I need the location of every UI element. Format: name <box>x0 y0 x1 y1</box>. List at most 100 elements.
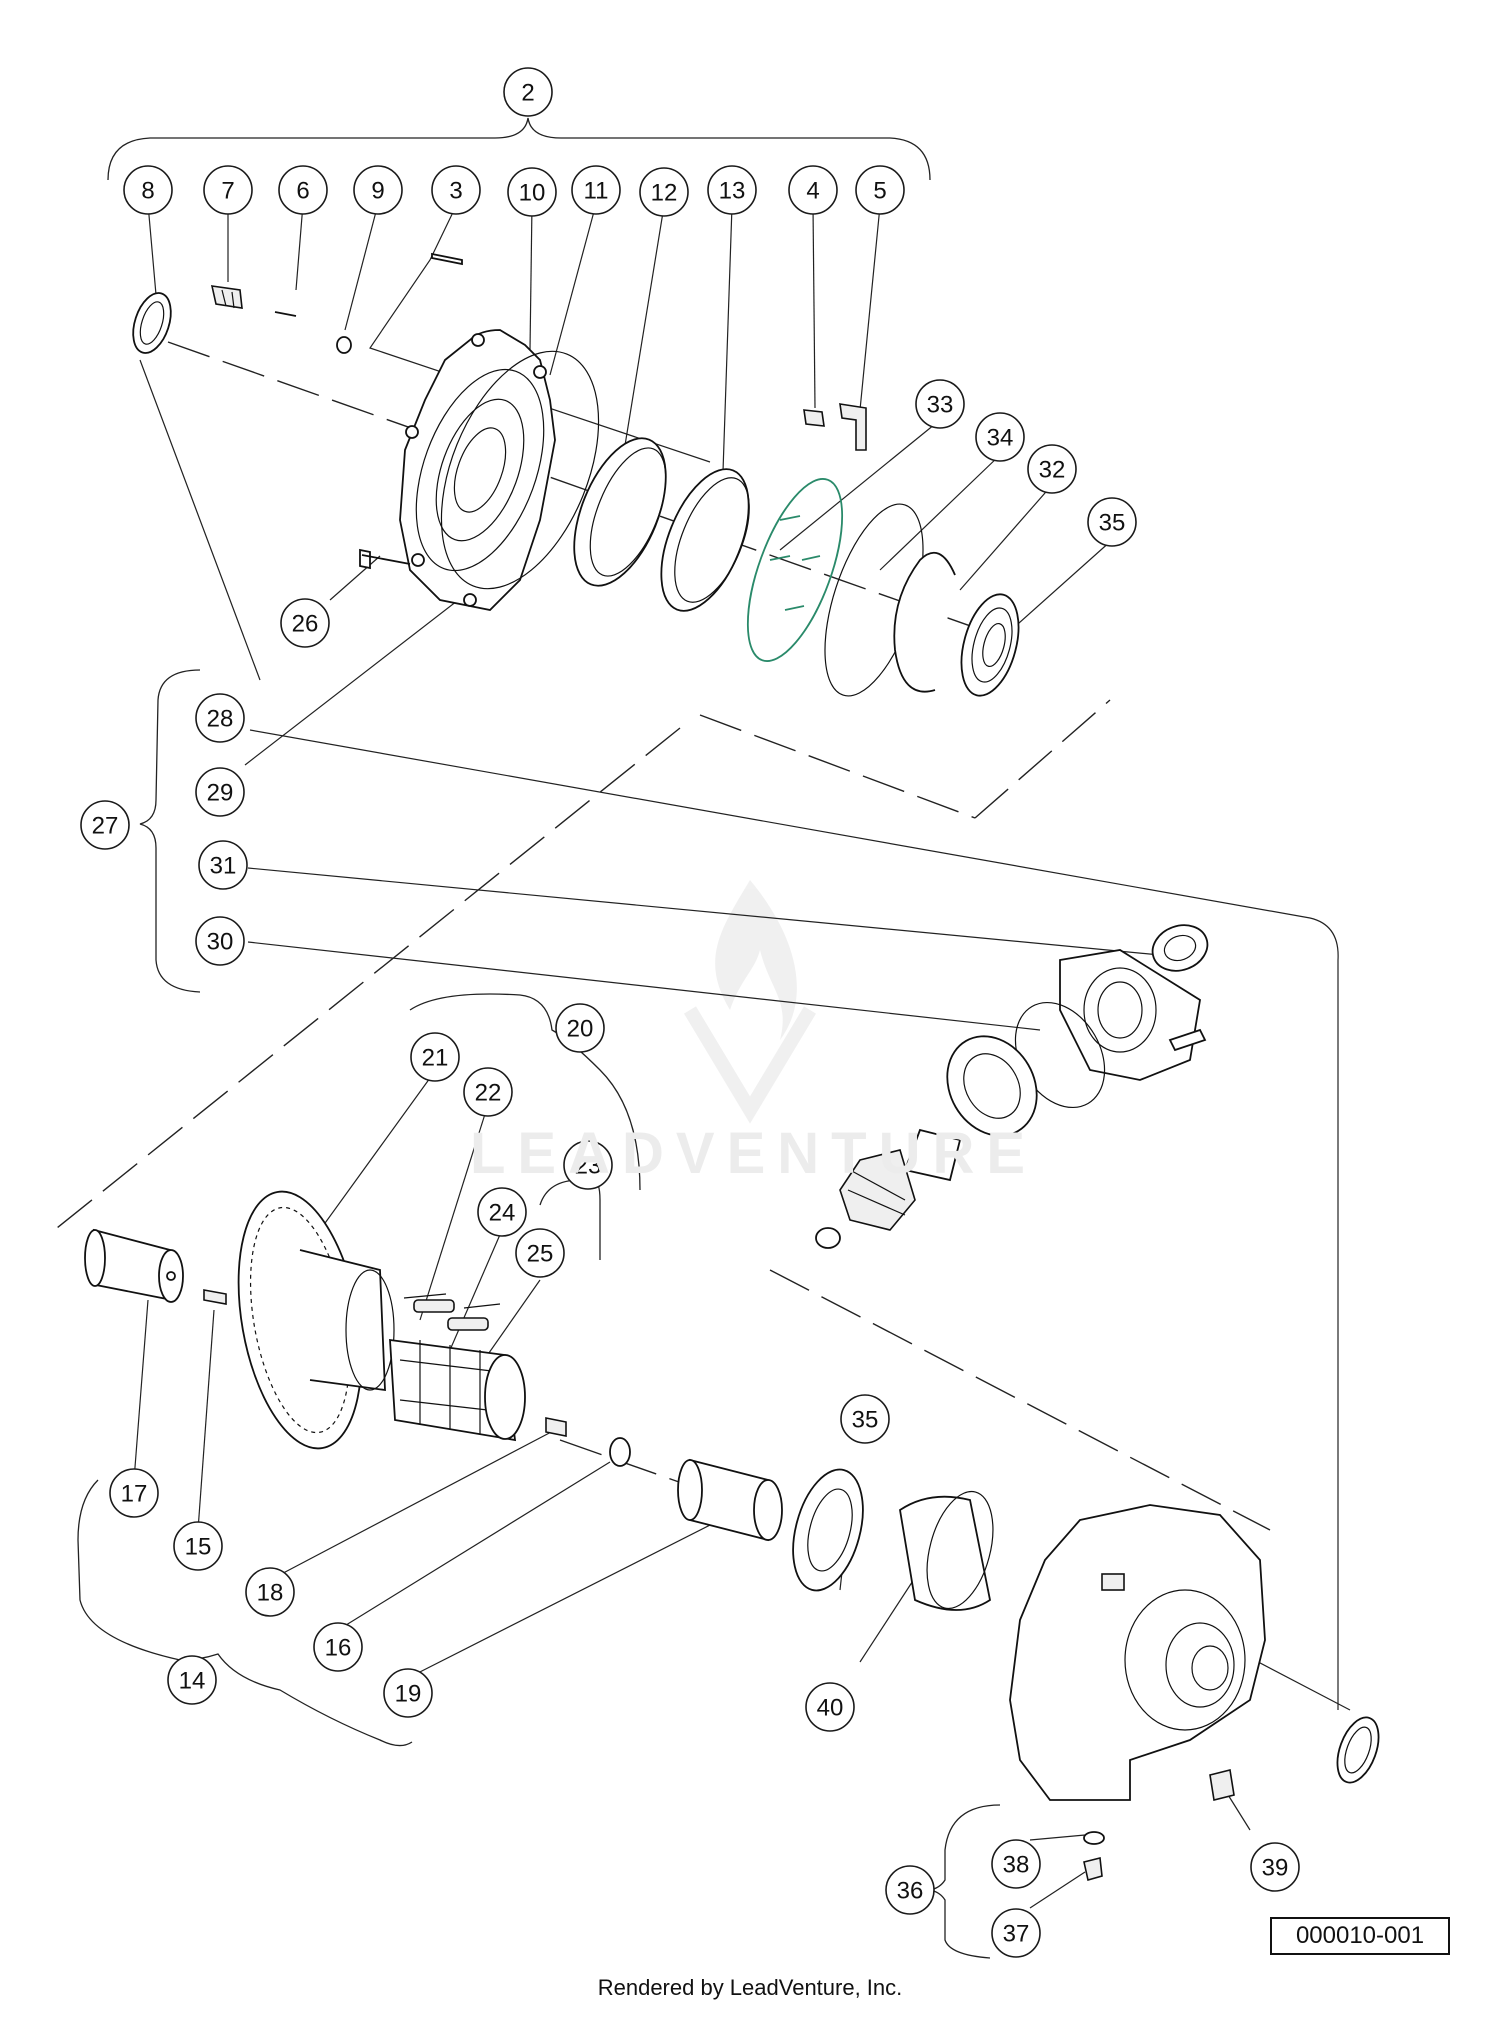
part-bushing-19 <box>677 1458 783 1542</box>
callout-circle <box>195 916 245 966</box>
callout-label: 28 <box>207 706 234 733</box>
part-case-housing <box>1009 1504 1266 1801</box>
callout-circle <box>788 165 838 215</box>
group-brace-14 <box>77 1479 413 1747</box>
callout-label: 29 <box>207 780 234 807</box>
callout-39[interactable]: 39 <box>1250 1842 1300 1892</box>
callout-40[interactable]: 40 <box>805 1682 855 1732</box>
part-bushing-18 <box>545 1417 567 1437</box>
callout-label: 4 <box>806 178 819 205</box>
callout-label: 2 <box>521 80 534 107</box>
callout-label: 35 <box>1099 510 1126 537</box>
callout-label: 33 <box>927 392 954 419</box>
part-pin-15 <box>203 1289 227 1305</box>
footer-credit: Rendered by LeadVenture, Inc. <box>597 1975 903 2000</box>
callout-label: 27 <box>92 813 119 840</box>
part-ring-12 <box>573 437 667 587</box>
part-plate-33 <box>746 478 844 662</box>
callout-22[interactable]: 22 <box>463 1067 513 1117</box>
callout-36[interactable]: 36 <box>885 1865 935 1915</box>
watermark-logo <box>683 880 817 1124</box>
callout-31[interactable]: 31 <box>198 840 248 890</box>
callout-label: 11 <box>584 178 609 205</box>
callout-label: 26 <box>292 611 319 638</box>
callout-8[interactable]: 8 <box>123 165 173 215</box>
callout-9[interactable]: 9 <box>353 165 403 215</box>
callout-10[interactable]: 10 <box>507 167 557 217</box>
callout-23[interactable]: 23 <box>563 1140 613 1190</box>
callout-35[interactable]: 35 <box>1087 497 1137 547</box>
diagram-part-number: 000010-001 <box>1270 1917 1450 1955</box>
callout-33[interactable]: 33 <box>915 379 965 429</box>
callout-11[interactable]: 11 <box>571 165 621 215</box>
callout-4[interactable]: 4 <box>788 165 838 215</box>
part-pin-3 <box>431 252 463 266</box>
callout-circle <box>383 1668 433 1718</box>
callout-35[interactable]: 35 <box>840 1394 890 1444</box>
callout-24[interactable]: 24 <box>477 1187 527 1237</box>
callout-25[interactable]: 25 <box>515 1228 565 1278</box>
callout-circle <box>477 1187 527 1237</box>
callout-34[interactable]: 34 <box>975 412 1025 462</box>
callout-label: 25 <box>527 1241 554 1268</box>
callout-18[interactable]: 18 <box>245 1567 295 1617</box>
watermark-text: LEADVENTURE <box>470 1121 1038 1186</box>
callout-label: 17 <box>121 1481 148 1508</box>
part-springs-24 <box>403 1293 501 1309</box>
part-bearing-35-bottom <box>792 1468 864 1592</box>
callout-circle <box>915 379 965 429</box>
callout-7[interactable]: 7 <box>203 165 253 215</box>
callout-label: 31 <box>210 853 237 880</box>
callout-17[interactable]: 17 <box>109 1468 159 1518</box>
callout-label: 18 <box>257 1580 284 1607</box>
group-brace-20 <box>409 993 641 1191</box>
part-bearing-upper <box>946 1035 1038 1137</box>
callout-28[interactable]: 28 <box>195 693 245 743</box>
part-small-bushing <box>815 1227 841 1249</box>
callout-19[interactable]: 19 <box>383 1668 433 1718</box>
callout-29[interactable]: 29 <box>195 767 245 817</box>
part-bolt-26 <box>359 548 411 570</box>
callout-label: 13 <box>719 178 746 205</box>
callout-32[interactable]: 32 <box>1027 444 1077 494</box>
callout-label: 12 <box>651 180 678 207</box>
callout-label: 23 <box>575 1153 602 1180</box>
callout-circle <box>515 1228 565 1278</box>
callout-20[interactable]: 20 <box>555 1003 605 1053</box>
callout-circle <box>410 1032 460 1082</box>
callout-circle <box>278 165 328 215</box>
callout-circle <box>571 165 621 215</box>
callout-37[interactable]: 37 <box>991 1908 1041 1958</box>
callout-38[interactable]: 38 <box>991 1839 1041 1889</box>
callout-27[interactable]: 27 <box>80 800 130 850</box>
callout-6[interactable]: 6 <box>278 165 328 215</box>
part-flange-housing <box>1059 949 1207 1081</box>
callout-circle <box>431 165 481 215</box>
callout-label: 34 <box>987 425 1014 452</box>
callout-5[interactable]: 5 <box>855 165 905 215</box>
axis-dash-b <box>974 699 1111 819</box>
part-plug-39 <box>1209 1769 1235 1801</box>
callout-label: 21 <box>422 1045 449 1072</box>
callout-3[interactable]: 3 <box>431 165 481 215</box>
callout-12[interactable]: 12 <box>639 167 689 217</box>
callout-14[interactable]: 14 <box>167 1655 217 1705</box>
callout-circle <box>167 1655 217 1705</box>
callout-13[interactable]: 13 <box>707 165 757 215</box>
callout-2[interactable]: 2 <box>503 67 553 117</box>
callout-15[interactable]: 15 <box>173 1521 223 1571</box>
part-clip-4 <box>803 409 825 427</box>
callout-label: 36 <box>897 1878 924 1905</box>
callout-26[interactable]: 26 <box>280 598 330 648</box>
callout-circle <box>563 1140 613 1190</box>
callout-label: 39 <box>1262 1855 1289 1882</box>
callout-21[interactable]: 21 <box>410 1032 460 1082</box>
callout-16[interactable]: 16 <box>313 1622 363 1672</box>
callout-label: 9 <box>371 178 384 205</box>
callout-label: 7 <box>221 178 234 205</box>
callout-30[interactable]: 30 <box>195 916 245 966</box>
callout-circle <box>173 1521 223 1571</box>
callout-circle <box>991 1908 1041 1958</box>
callout-label: 40 <box>817 1695 844 1722</box>
